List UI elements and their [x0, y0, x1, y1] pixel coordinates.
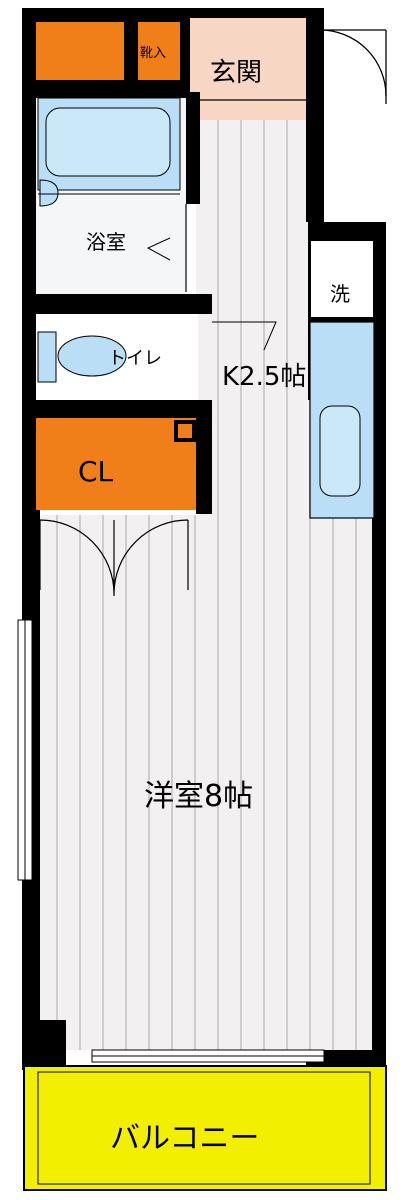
bath-tub-inner [45, 107, 171, 177]
entrance-label: 玄関 [210, 58, 263, 88]
closet-label: CL [78, 455, 114, 488]
kitchen-floor [196, 120, 308, 420]
toilet-door-swing [212, 321, 277, 351]
kitchen-floor-lower [200, 400, 310, 520]
washbasin-icon [39, 179, 59, 207]
western-room-label: 洋室8帖 [144, 779, 254, 814]
toilet-tank [37, 331, 57, 383]
wall-closet-right [196, 410, 212, 514]
sink-icon [319, 405, 361, 497]
kitchen-label: K2.5帖 [222, 362, 307, 392]
balcony-label: バルコニー [110, 1121, 260, 1156]
balcony [23, 1065, 387, 1191]
western-room-floor [40, 515, 372, 1050]
entrance-floor [190, 18, 308, 120]
toilet-bowl-icon [57, 335, 127, 377]
storage-block-left [36, 22, 124, 80]
wall-entrance-right [306, 10, 324, 222]
laundry-box [309, 239, 375, 319]
shoe-storage-label: 靴入 [140, 46, 167, 61]
closet-block [36, 418, 196, 510]
shoe-storage-block [138, 22, 180, 80]
balcony-inner [37, 1071, 371, 1185]
wall-bottom-left [22, 1020, 66, 1066]
bath-door-arrow-icon [146, 237, 171, 261]
toilet-label: トイレ [108, 348, 162, 369]
closet-notch-inner [178, 424, 192, 438]
wall-bath-right [186, 92, 200, 204]
entrance-door-swing [319, 29, 387, 97]
wall-bath-bottom [36, 294, 212, 314]
wall-bottom-right [322, 1050, 386, 1066]
bath-label: 浴室 [86, 230, 126, 254]
wall-toilet-bottom [36, 400, 212, 418]
closet-door-swing [39, 519, 189, 596]
laundry-label: 洗 [330, 282, 350, 306]
